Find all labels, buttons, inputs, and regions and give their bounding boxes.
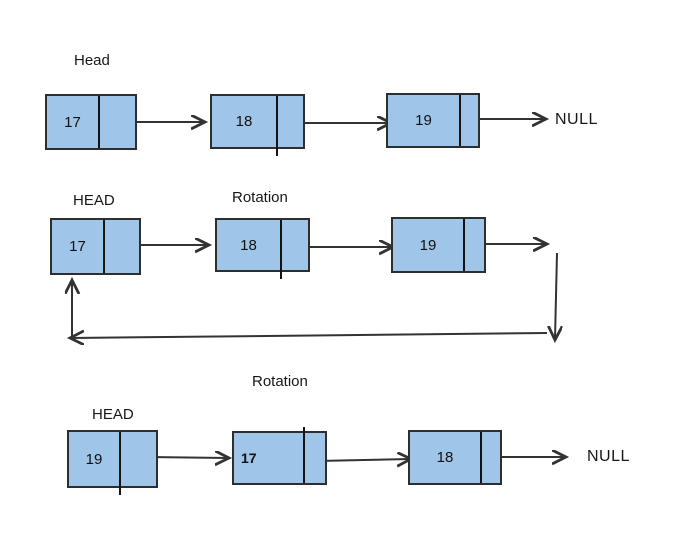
node-pointer-cell — [103, 220, 139, 273]
node-divider — [276, 96, 278, 156]
node-divider — [463, 219, 465, 271]
pointer-arrow-r3-19-17 — [147, 457, 228, 458]
node-divider — [119, 432, 121, 495]
node-value: 17 — [64, 113, 81, 131]
node-pointer-cell — [459, 95, 478, 146]
node-pointer-cell — [310, 433, 325, 483]
row1-head-label: Head — [74, 52, 110, 69]
node-value: 19 — [419, 236, 437, 254]
list-node-r1-19: 19 — [386, 93, 480, 148]
node-pointer-cell — [119, 432, 156, 486]
list-node-r3-18: 18 — [408, 430, 502, 485]
rotation-arrow-left — [71, 333, 548, 338]
row3-rotation-label: Rotation — [252, 373, 308, 390]
node-value: 17 — [69, 238, 86, 255]
list-node-r2-17: 17 — [50, 218, 141, 275]
node-pointer-cell — [280, 220, 308, 270]
node-divider — [480, 432, 482, 483]
node-pointer-cell — [276, 96, 303, 147]
node-value: 19 — [85, 450, 103, 468]
row2-rotation-label: Rotation — [232, 189, 288, 206]
node-divider — [103, 220, 105, 273]
node-pointer-cell — [98, 96, 135, 148]
list-node-r3-17: 17 — [232, 427, 327, 485]
list-node-r1-18: 18 — [210, 94, 305, 156]
row3-null-terminal: NULL — [587, 448, 630, 465]
row3-head-label: HEAD — [92, 406, 134, 423]
node-divider — [280, 220, 282, 279]
row2-head-label: HEAD — [73, 192, 115, 209]
rotation-arrow-down — [555, 252, 557, 339]
node-pointer-cell — [463, 219, 484, 271]
list-node-r1-17: 17 — [45, 94, 137, 150]
row1-null-terminal: NULL — [555, 111, 598, 128]
list-node-r2-18: 18 — [215, 218, 310, 279]
list-node-r3-19: 19 — [67, 430, 158, 495]
node-value: 18 — [240, 236, 257, 254]
pointer-arrow-r3-17-18 — [316, 459, 410, 461]
node-divider — [303, 427, 305, 483]
node-value: 18 — [436, 449, 454, 466]
node-divider — [98, 96, 100, 148]
node-divider — [459, 95, 461, 146]
list-node-r2-19: 19 — [391, 217, 486, 273]
node-value: 18 — [235, 113, 253, 130]
node-value: 17 — [241, 450, 257, 466]
node-pointer-cell — [480, 432, 500, 483]
node-value: 19 — [415, 112, 432, 129]
